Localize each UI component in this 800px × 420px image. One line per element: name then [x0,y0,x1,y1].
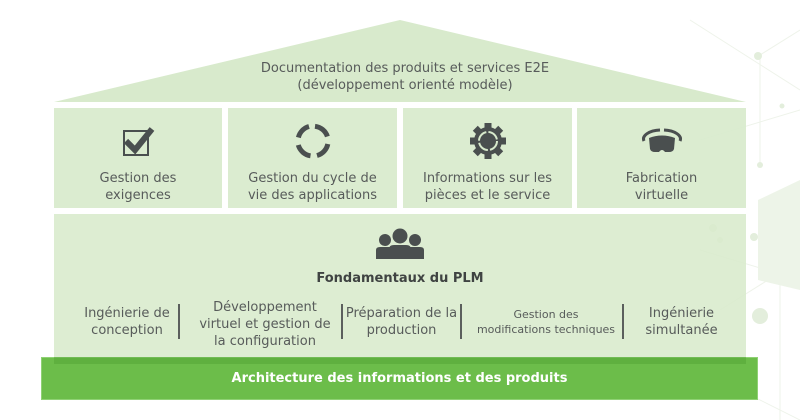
architecture-base-label: Architecture des informations et des pro… [231,371,568,386]
foundation-item-line: conception [91,323,163,338]
pillar-label-line: pièces et le service [424,188,551,203]
pillar-label-line: exigences [105,188,171,203]
pillar-label-line: Gestion des [99,171,177,186]
pillar-label-line: Informations sur les [422,171,553,186]
foundation-item-line: Ingénierie [648,306,715,321]
foundation-item-production-preparation: Préparation de la production [344,304,459,340]
foundation-item-line: production [366,323,437,338]
cycle-icon [293,121,333,161]
foundation-item-design-engineering: Ingénierie de conception [72,304,182,340]
foundation-item-line: Gestion des [513,308,579,321]
vr-headset-icon [640,121,684,161]
pillar-application-lifecycle: Gestion du cycle de vie des applications [228,108,397,208]
divider [460,304,462,339]
foundation-item-change-management: Gestion des modifications techniques [466,304,626,340]
foundation-title: Fondamentaux du PLM [316,271,484,286]
foundation-item-line: Développement [213,299,317,315]
roof-title: Documentation des produits et services E… [250,60,560,94]
checkbox-check-icon [118,121,158,161]
pillar-parts-service-info: Informations sur les pièces et le servic… [403,108,572,208]
architecture-base-bar: Architecture des informations et des pro… [41,357,758,400]
foundation-item-line: Ingénierie de [84,306,170,321]
divider [341,304,343,339]
foundation-item-line: simultanée [645,323,718,338]
foundation-item-line: Préparation de la [345,306,458,321]
pillar-label-line: Fabrication [625,171,698,186]
pillar-label-line: vie des applications [247,188,378,203]
foundation-item-line: virtuel et gestion de [199,316,331,332]
divider [622,304,624,339]
pillar-requirements-management: Gestion des exigences [54,108,222,208]
pillar-virtual-manufacturing: Fabrication virtuelle [577,108,746,208]
foundation-item-concurrent-engineering: Ingénierie simultanée [624,304,739,340]
roof-title-line-2: (développement orienté modèle) [297,78,513,93]
divider [178,304,180,339]
base-overlap-shade [54,357,746,364]
foundation-item-virtual-development: Développement virtuel et gestion de la c… [190,299,340,349]
plm-foundation-panel: Fondamentaux du PLM Ingénierie de concep… [54,214,746,364]
foundation-item-line: modifications techniques [476,323,616,336]
pillar-label-line: virtuelle [634,188,689,203]
foundation-item-line: la configuration [214,333,316,349]
hexagon-decoration [758,180,800,290]
roof-title-line-1: Documentation des produits et services E… [260,61,550,76]
team-icon [373,226,427,266]
pillar-label-line: Gestion du cycle de [248,171,377,186]
gear-icon [468,121,508,161]
